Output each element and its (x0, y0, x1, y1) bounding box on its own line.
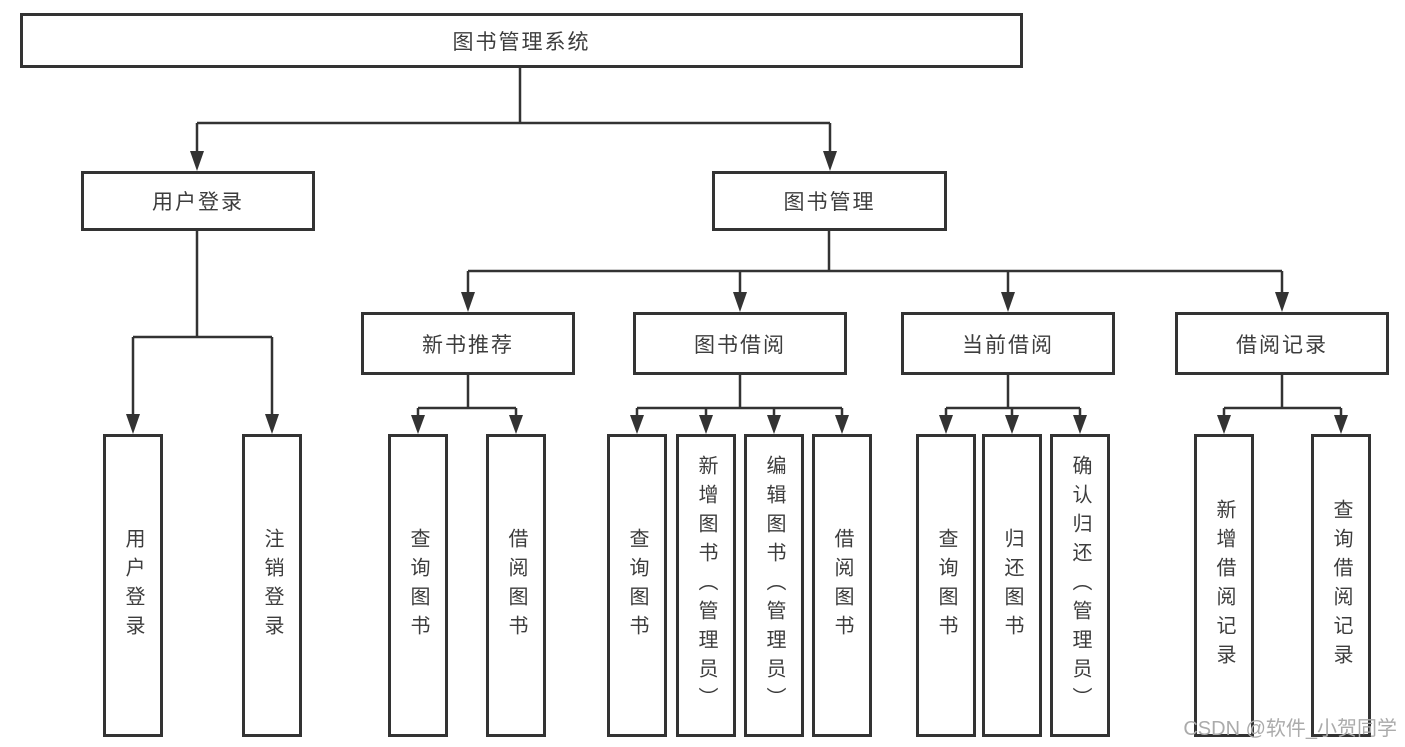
leaf-query-books-borrowing: 查询图书 (607, 434, 667, 737)
node-book-borrowing-label: 图书借阅 (694, 333, 786, 357)
leaf-logout: 注销登录 (242, 434, 302, 737)
watermark: CSDN @软件_小贺同学 (1183, 718, 1397, 740)
leaf-borrow-books-recommend: 借阅图书 (486, 434, 546, 737)
leaf-user-login: 用户登录 (103, 434, 163, 737)
node-book-borrowing: 图书借阅 (633, 312, 847, 375)
leaf-borrow-books-recommend-label: 借阅图书 (505, 527, 527, 644)
leaf-edit-books-admin-label: 编辑图书（管理员） (763, 455, 785, 716)
node-borrowing-records: 借阅记录 (1175, 312, 1389, 375)
node-new-book-recommend: 新书推荐 (361, 312, 575, 375)
connector-user-login-to-leaves (131, 231, 274, 416)
node-new-book-recommend-label: 新书推荐 (422, 333, 514, 357)
node-user-login: 用户登录 (81, 171, 315, 231)
arrowheads-root-to-level2 (190, 151, 837, 171)
arrowheads-user-login-leaves (126, 414, 279, 434)
leaf-borrow-books-borrowing-label: 借阅图书 (831, 527, 853, 644)
node-book-management-label: 图书管理 (783, 191, 876, 214)
node-library-system: 图书管理系统 (20, 13, 1023, 68)
node-book-management: 图书管理 (712, 171, 947, 231)
arrowheads-level3 (461, 292, 1289, 312)
leaf-borrow-books-borrowing: 借阅图书 (812, 434, 872, 737)
leaf-add-borrow-record: 新增借阅记录 (1194, 434, 1254, 737)
leaf-query-books-recommend: 查询图书 (388, 434, 448, 737)
connector-current-borrow-to-leaves (944, 374, 1082, 417)
leaf-return-books-label: 归还图书 (1001, 527, 1023, 644)
connector-root-to-level2 (195, 67, 832, 153)
leaf-query-books-current: 查询图书 (916, 434, 976, 737)
node-borrowing-records-label: 借阅记录 (1236, 333, 1328, 357)
node-library-system-label: 图书管理系统 (452, 30, 591, 54)
leaf-confirm-return-admin: 确认归还（管理员） (1050, 434, 1110, 737)
arrowheads-new-book-rec-leaves (411, 415, 523, 434)
connector-book-mgmt-to-level3 (466, 231, 1284, 294)
connector-new-book-rec-to-leaves (416, 374, 518, 417)
node-current-borrowing: 当前借阅 (901, 312, 1115, 375)
node-user-login-label: 用户登录 (152, 191, 244, 214)
leaf-logout-label: 注销登录 (261, 527, 283, 644)
leaf-query-books-recommend-label: 查询图书 (407, 527, 429, 644)
arrowheads-current-borrow-leaves (939, 415, 1087, 434)
leaf-query-borrow-record: 查询借阅记录 (1311, 434, 1371, 737)
leaf-user-login-label: 用户登录 (122, 527, 144, 644)
leaf-confirm-return-admin-label: 确认归还（管理员） (1069, 455, 1091, 716)
leaf-add-books-admin: 新增图书（管理员） (676, 434, 736, 737)
leaf-edit-books-admin: 编辑图书（管理员） (744, 434, 804, 737)
leaf-add-borrow-record-label: 新增借阅记录 (1213, 498, 1235, 673)
arrowheads-borrow-record-leaves (1217, 415, 1348, 434)
leaf-query-borrow-record-label: 查询借阅记录 (1330, 498, 1352, 673)
connector-book-borrow-to-leaves (635, 374, 844, 417)
connector-borrow-record-to-leaves (1222, 374, 1343, 417)
leaf-add-books-admin-label: 新增图书（管理员） (695, 455, 717, 716)
node-current-borrowing-label: 当前借阅 (962, 333, 1054, 357)
leaf-return-books: 归还图书 (982, 434, 1042, 737)
leaf-query-books-borrowing-label: 查询图书 (626, 527, 648, 644)
arrowheads-book-borrow-leaves (630, 415, 849, 434)
leaf-query-books-current-label: 查询图书 (935, 527, 957, 644)
